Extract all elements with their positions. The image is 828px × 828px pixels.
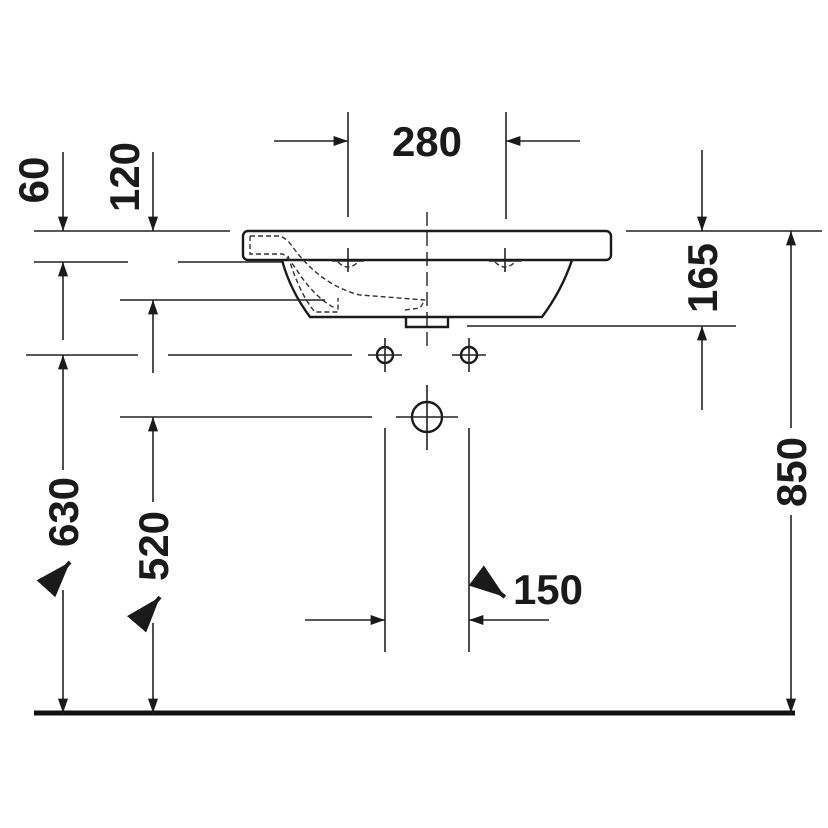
waste-outlet [404, 317, 450, 329]
leader-arrow-150 [468, 565, 507, 599]
dimension-label-165: 165 [679, 243, 726, 313]
fixing-hole-left [368, 338, 402, 372]
dimension-label-520: 520 [130, 511, 177, 581]
dimension-850: 850 [768, 231, 815, 713]
dimension-60: 60 [10, 152, 69, 340]
dimension-520: 520 [127, 417, 177, 713]
dimension-120: 120 [101, 142, 159, 373]
overflow-channel-end [404, 299, 426, 311]
basin-bowl [280, 259, 574, 319]
dimension-280: 280 [274, 112, 580, 219]
dimension-label-120: 120 [101, 142, 148, 212]
overflow-channel-inner [249, 236, 336, 309]
overflow-channel [250, 235, 426, 301]
waste-pipe-hole [396, 400, 458, 434]
dimension-630: 630 [36, 355, 87, 713]
leader-arrow-630 [36, 560, 72, 598]
leader-arrow-520 [127, 595, 162, 633]
dimension-label-150: 150 [513, 566, 583, 613]
dimension-label-60: 60 [10, 157, 57, 204]
tap-hole-right [489, 248, 521, 272]
dimension-label-850: 850 [768, 437, 815, 507]
dimension-label-280: 280 [392, 118, 462, 165]
dimension-150: 150 [305, 428, 583, 652]
fixing-hole-right [452, 338, 486, 372]
tap-hole-left [332, 248, 364, 272]
overflow-channel-lower [287, 255, 339, 313]
dimension-165: 165 [679, 150, 726, 410]
dimension-label-630: 630 [40, 477, 87, 547]
